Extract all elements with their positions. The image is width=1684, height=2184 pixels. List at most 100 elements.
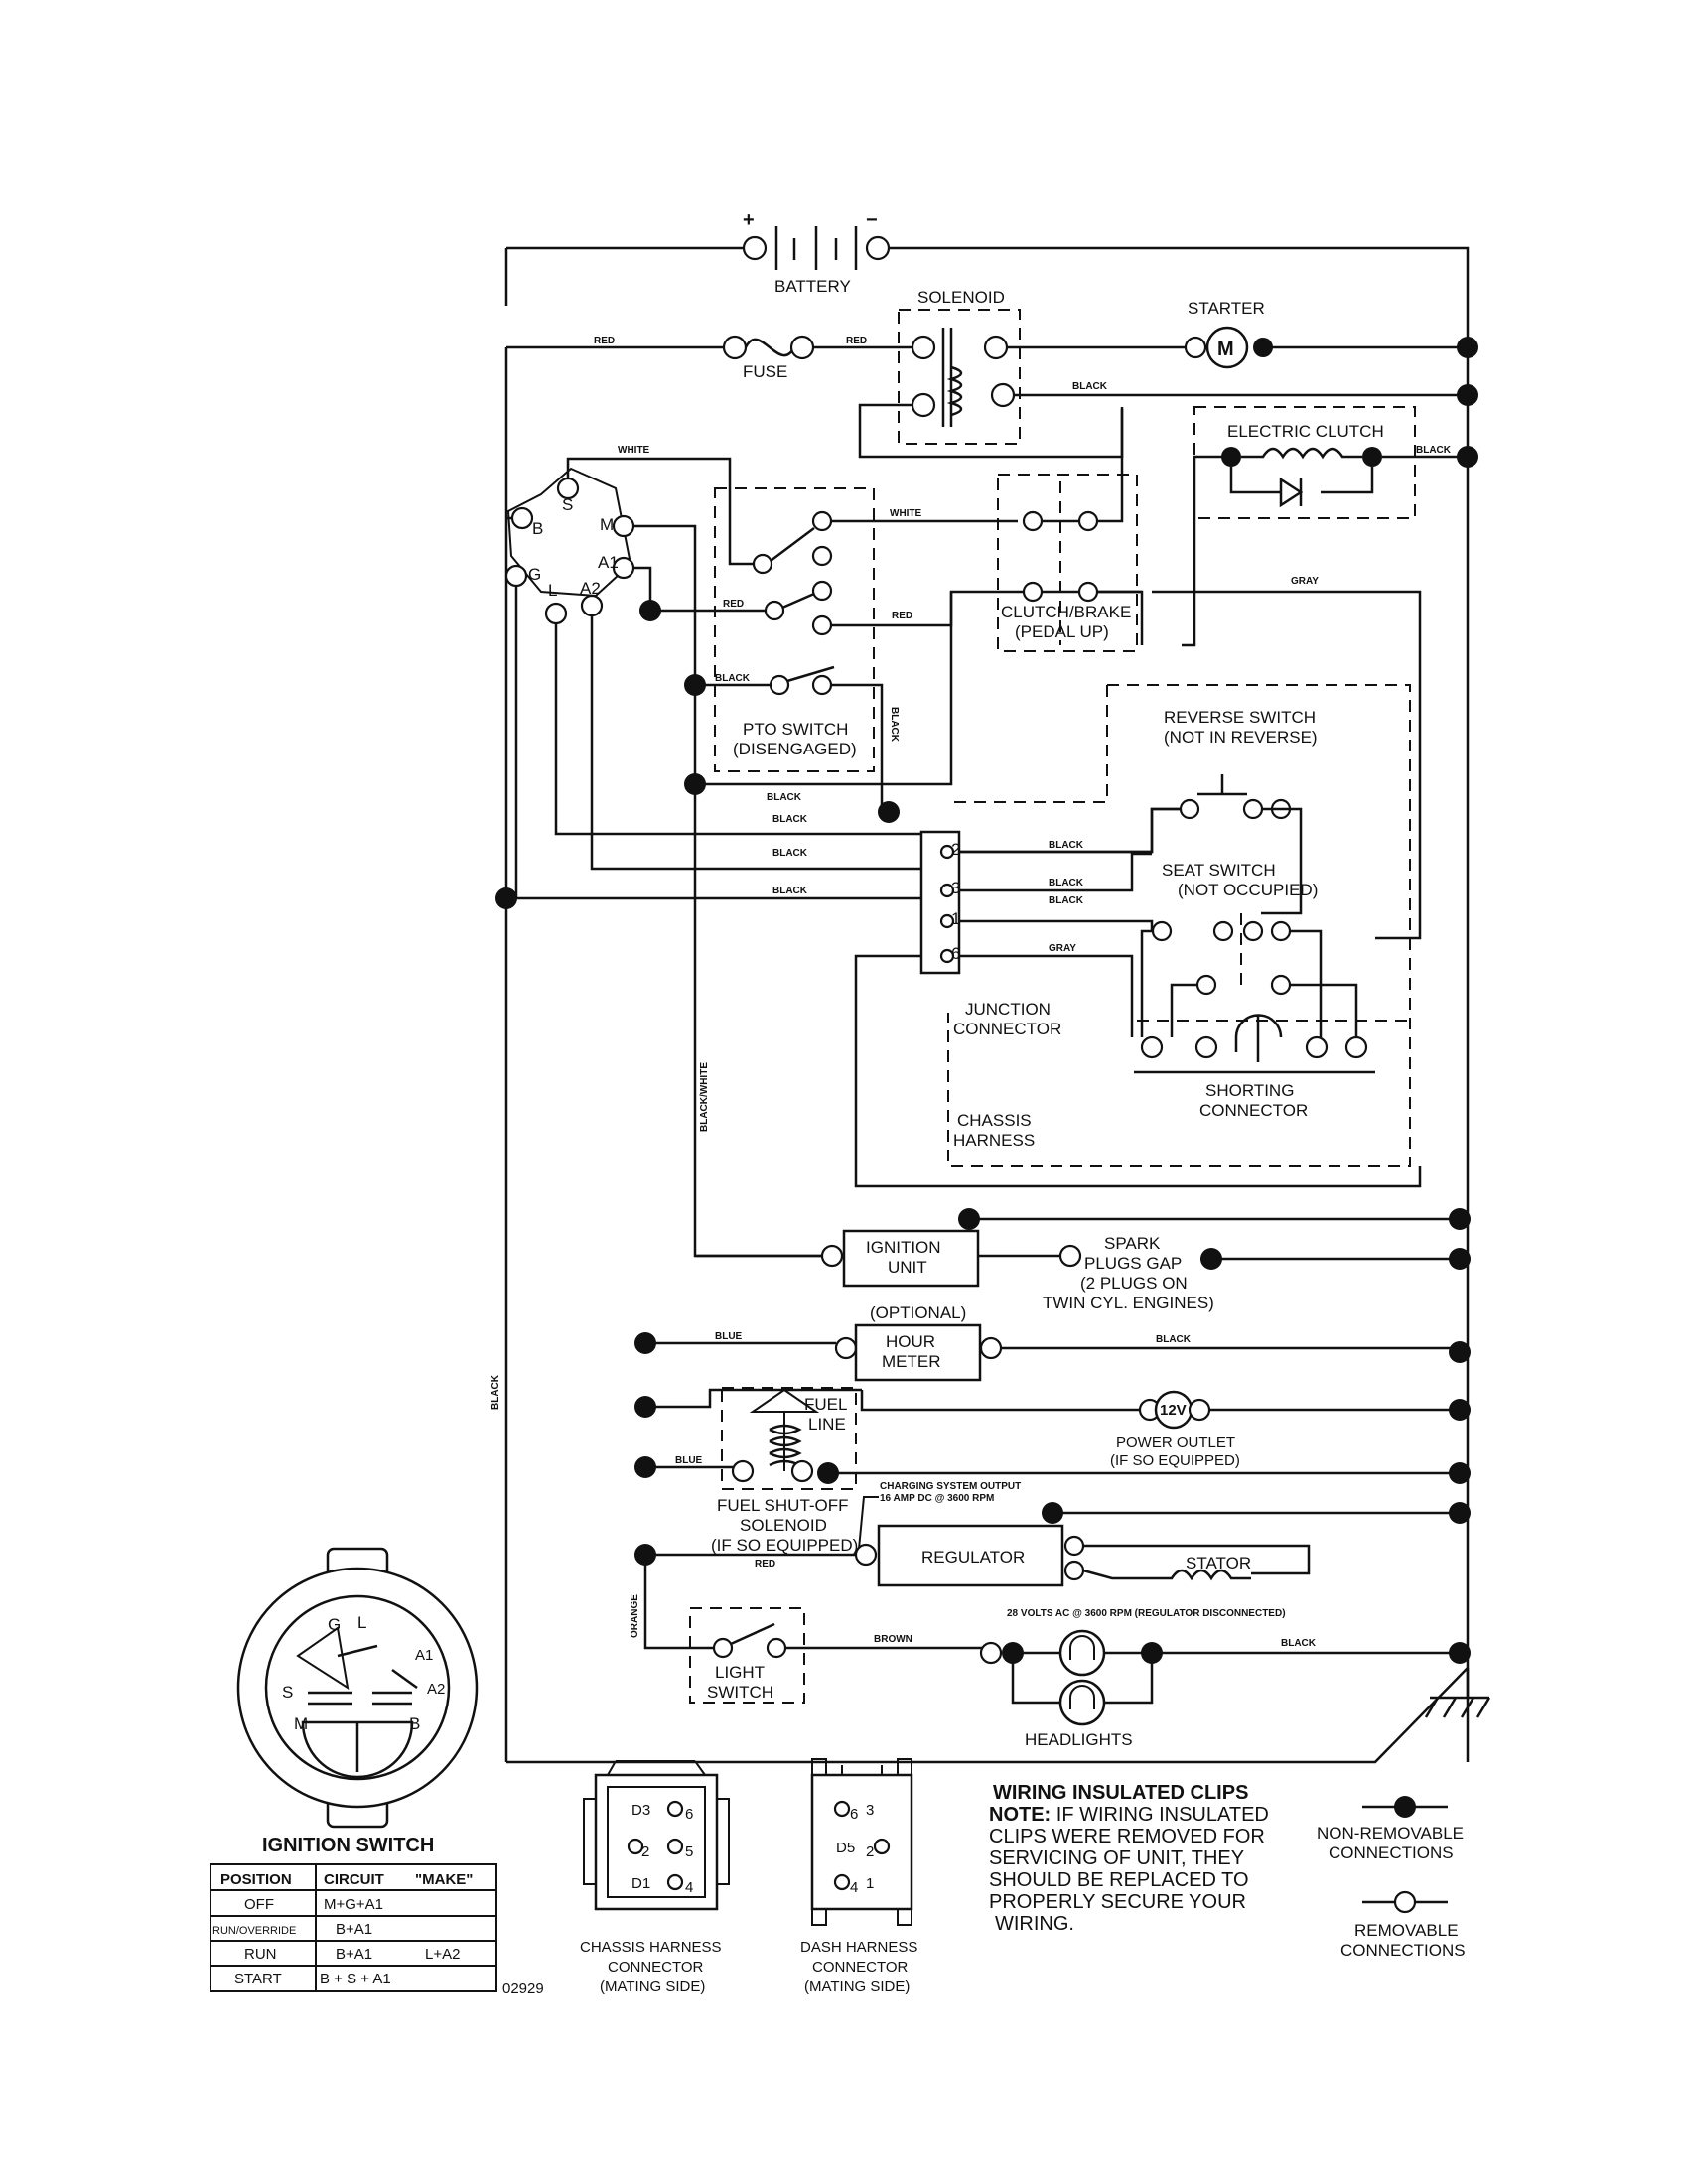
pto-switch-label: PTO SWITCH (743, 720, 848, 739)
chassis-connector-caption-2: CONNECTOR (608, 1959, 704, 1976)
ign-detail-a2: A2 (427, 1681, 445, 1698)
chassis-pin-4: 4 (685, 1879, 693, 1896)
clips-note-line-2: CLIPS WERE REMOVED FOR (989, 1826, 1265, 1847)
ignition-unit-label: IGNITION (866, 1238, 941, 1257)
ign-term-a2: A2 (580, 579, 601, 598)
clips-note-line-6: WIRING. (995, 1913, 1074, 1935)
table-header-position: POSITION (220, 1871, 292, 1888)
legend-non-removable: NON-REMOVABLE (1317, 1824, 1464, 1843)
solenoid: SOLENOID BLACK (858, 288, 1468, 459)
pto-switch: WHITE RED RED BLACK BLACK BLACK PTO SWIT… (695, 487, 1142, 814)
clips-note-lead: NOTE: (989, 1804, 1051, 1826)
spark-plugs-label: SPARK (1104, 1234, 1161, 1253)
light-switch: ORANGE LIGHT SWITCH BROWN (630, 1555, 983, 1704)
seat-switch-state: (NOT OCCUPIED) (1178, 881, 1318, 899)
wire-label-red-pto: RED (723, 599, 744, 610)
chassis-harness-label-2: HARNESS (953, 1131, 1035, 1150)
fuel-shutoff-label-2: SOLENOID (740, 1516, 827, 1535)
wire-label-red-solenoid: RED (846, 336, 867, 346)
chassis-pin-6: 6 (685, 1806, 693, 1823)
diagram-number: 02929 (502, 1980, 544, 1997)
spark-plugs-label-4: TWIN CYL. ENGINES) (1043, 1294, 1214, 1312)
fuel-shutoff-label-3: (IF SO EQUIPPED) (711, 1536, 858, 1555)
dash-connector-caption: DASH HARNESS (800, 1939, 917, 1956)
chassis-harness-label: CHASSIS (957, 1111, 1032, 1130)
ignition-unit: IGNITION UNIT SPARK PLUGS GAP (2 PLUGS O… (695, 1208, 1471, 1312)
hour-meter-label: HOUR (886, 1332, 935, 1351)
dash-pin-4: 4 (850, 1879, 858, 1896)
fuel-line-label: FUEL (804, 1395, 847, 1414)
headlights-label: HEADLIGHTS (1025, 1730, 1133, 1749)
ignition-switch-schematic: S M B A1 G A2 L WHITE BLACK/WHITE (504, 445, 894, 1258)
clips-note-title: WIRING INSULATED CLIPS (993, 1782, 1248, 1804)
clips-note: WIRING INSULATED CLIPS NOTE: IF WIRING I… (989, 1782, 1269, 1935)
ign-term-m: M (600, 515, 614, 534)
wire-label-red-fuse: RED (594, 336, 615, 346)
seat-switch-label: SEAT SWITCH (1162, 861, 1276, 880)
wire-label-black-jn3: BLACK (1049, 878, 1084, 888)
wire-label-white-ign: WHITE (618, 445, 650, 456)
shorting-connector-label-2: CONNECTOR (1199, 1101, 1308, 1120)
table-row-run-make: L+A2 (425, 1946, 460, 1963)
legend-removable-2: CONNECTIONS (1340, 1941, 1466, 1960)
ign-detail-g: G (328, 1615, 341, 1634)
clips-note-line-5: PROPERLY SECURE YOUR (989, 1891, 1246, 1913)
dash-pin-3: 3 (866, 1802, 874, 1819)
wire-label-red-pto-out: RED (892, 611, 912, 621)
legend: NON-REMOVABLE CONNECTIONS REMOVABLE CONN… (1317, 1796, 1466, 1960)
wire-label-black-pto-low: BLACK (767, 792, 802, 803)
table-row-start-circuit: B + S + A1 (320, 1971, 391, 1987)
clutch-brake-label: CLUTCH/BRAKE (1001, 603, 1131, 621)
table-row-start-position: START (234, 1971, 282, 1987)
table-row-off-position: OFF (244, 1896, 274, 1913)
wire-label-white-pto: WHITE (890, 508, 922, 519)
ign-detail-s: S (282, 1683, 293, 1702)
reverse-switch-label: REVERSE SWITCH (1164, 708, 1316, 727)
regulator-label: REGULATOR (921, 1548, 1025, 1567)
table-header-circuit: CIRCUIT (324, 1871, 384, 1888)
electric-clutch: ELECTRIC CLUTCH BLACK (1182, 406, 1468, 647)
junction-connector-label-2: CONNECTOR (953, 1020, 1061, 1038)
power-outlet-label-2: (IF SO EQUIPPED) (1110, 1452, 1240, 1469)
light-switch-label-2: SWITCH (707, 1683, 773, 1702)
wire-label-black-jn2: BLACK (1049, 840, 1084, 851)
wire-label-orange: ORANGE (630, 1594, 640, 1638)
wire-label-black-pto: BLACK (715, 673, 751, 684)
chassis-pin-d3: D3 (632, 1802, 650, 1819)
wire-label-blue-fuel: BLUE (675, 1455, 703, 1466)
fuel-shutoff-label: FUEL SHUT-OFF (717, 1496, 849, 1515)
junction-pin-1: 1 (951, 909, 960, 928)
clips-note-line-4: SHOULD BE REPLACED TO (989, 1869, 1249, 1891)
dash-connector-caption-3: (MATING SIDE) (804, 1979, 910, 1995)
legend-removable: REMOVABLE (1354, 1921, 1459, 1940)
spark-plugs-label-2: PLUGS GAP (1084, 1254, 1182, 1273)
ign-term-a1: A1 (598, 553, 619, 572)
junction-pin-6: 6 (951, 944, 960, 963)
ign-term-l: L (548, 581, 557, 600)
stator-volts-label: 28 VOLTS AC @ 3600 RPM (REGULATOR DISCON… (1007, 1608, 1286, 1619)
wire-label-red-reg: RED (755, 1559, 775, 1570)
pto-switch-state: (DISENGAGED) (733, 740, 857, 758)
battery: + − BATTERY (742, 209, 891, 296)
power-outlet-label: POWER OUTLET (1116, 1434, 1235, 1451)
table-row-run-position: RUN (244, 1946, 277, 1963)
starter-label: STARTER (1188, 299, 1265, 318)
safety-module: REVERSE SWITCH (NOT IN REVERSE) SEAT SWI… (947, 684, 1411, 1167)
chassis-pin-d1: D1 (632, 1875, 650, 1892)
fuel-line-label-2: LINE (808, 1415, 846, 1433)
reverse-switch-state: (NOT IN REVERSE) (1164, 728, 1318, 747)
spark-plugs-label-3: (2 PLUGS ON (1080, 1274, 1188, 1293)
svg-text:NOTE: IF WIRING INSULATED: NOTE: IF WIRING INSULATED (989, 1804, 1269, 1826)
chassis-connector-caption: CHASSIS HARNESS (580, 1939, 722, 1956)
starter-symbol: M (1217, 339, 1234, 360)
chassis-pin-5: 5 (685, 1843, 693, 1860)
headlights: BLACK HEADLIGHTS (979, 1629, 1491, 1749)
fuse-label: FUSE (743, 362, 787, 381)
power-outlet-symbol: 12V (1160, 1402, 1187, 1419)
shorting-connector-label: SHORTING (1205, 1081, 1294, 1100)
ign-term-s: S (562, 495, 573, 514)
starter: M STARTER (1007, 299, 1468, 369)
battery-minus: − (866, 209, 878, 231)
dash-pin-1: 1 (866, 1875, 874, 1892)
